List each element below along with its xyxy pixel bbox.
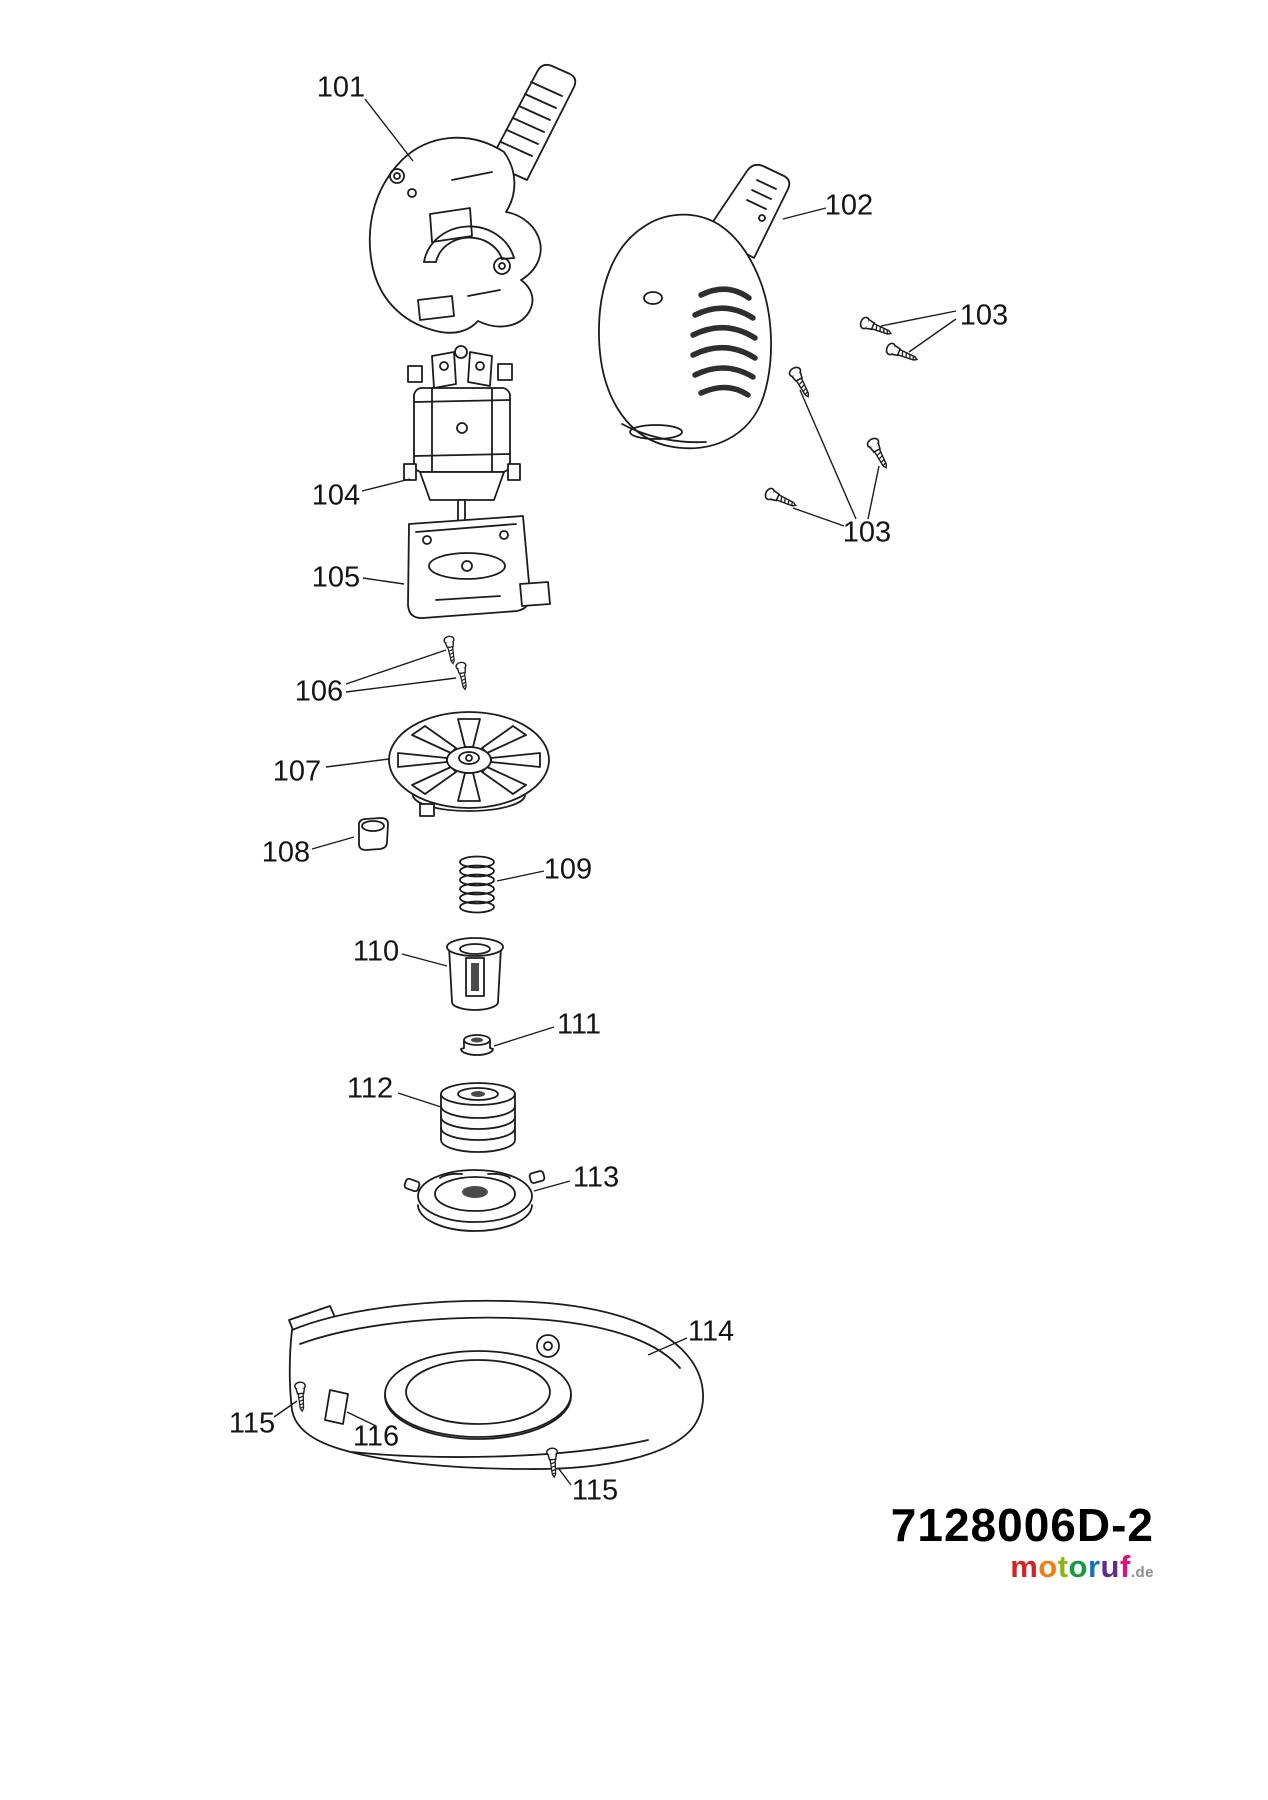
brand-letter: u [1100,1549,1120,1584]
brand-letter: o [1038,1549,1058,1584]
part-callout-109: 109 [543,853,593,886]
part-105-motor-mount-drawing [407,515,551,619]
part-114-guard-drawing [288,1299,704,1470]
part-callout-110: 110 [352,935,400,968]
diagram-code: 7128006D-2 [890,1499,1154,1551]
part-101-upper-housing-drawing [368,63,577,334]
part-callout-115-bottom: 115 [571,1474,619,1507]
part-102-housing-cover-drawing [598,163,791,450]
brand-logo: motoruf.de [1010,1551,1154,1582]
part-107-fan-wheel-drawing [388,711,550,817]
brand-letter: t [1057,1549,1069,1584]
brand-letter: o [1068,1549,1088,1584]
part-callout-103-lower: 103 [842,516,892,549]
part-106-screws-drawing [442,634,471,691]
part-112-line-spool-drawing [440,1082,516,1153]
leader-lines [273,98,957,1486]
part-116-blade-drawing [324,1389,349,1425]
brand-letter: r [1087,1549,1101,1584]
part-109-spring-drawing [459,855,495,914]
part-callout-106: 106 [294,675,344,708]
brand-suffix: .de [1130,1564,1154,1581]
brand-letter: f [1119,1549,1131,1584]
part-callout-114: 114 [687,1315,735,1348]
part-callout-103-upper: 103 [959,299,1009,332]
part-103-screws-drawing [763,315,920,512]
part-callout-108: 108 [261,836,311,869]
part-111-eyelet-drawing [460,1034,494,1056]
part-108-cap-nut-drawing [357,817,389,851]
part-callout-104: 104 [311,479,361,512]
part-callout-102: 102 [824,189,874,222]
part-callout-111: 111 [556,1008,602,1041]
part-104-motor-drawing [403,345,521,538]
part-113-spool-cover-drawing [403,1169,546,1232]
part-callout-101: 101 [316,71,366,104]
brand-letter: m [1010,1549,1039,1584]
part-callout-107: 107 [272,755,322,788]
part-callout-116: 116 [352,1420,400,1453]
part-callout-113: 113 [572,1161,620,1194]
part-callout-105: 105 [311,561,361,594]
part-callout-115-left: 115 [228,1407,276,1440]
part-110-spool-shaft-drawing [446,937,504,1011]
part-callout-112: 112 [346,1072,394,1105]
